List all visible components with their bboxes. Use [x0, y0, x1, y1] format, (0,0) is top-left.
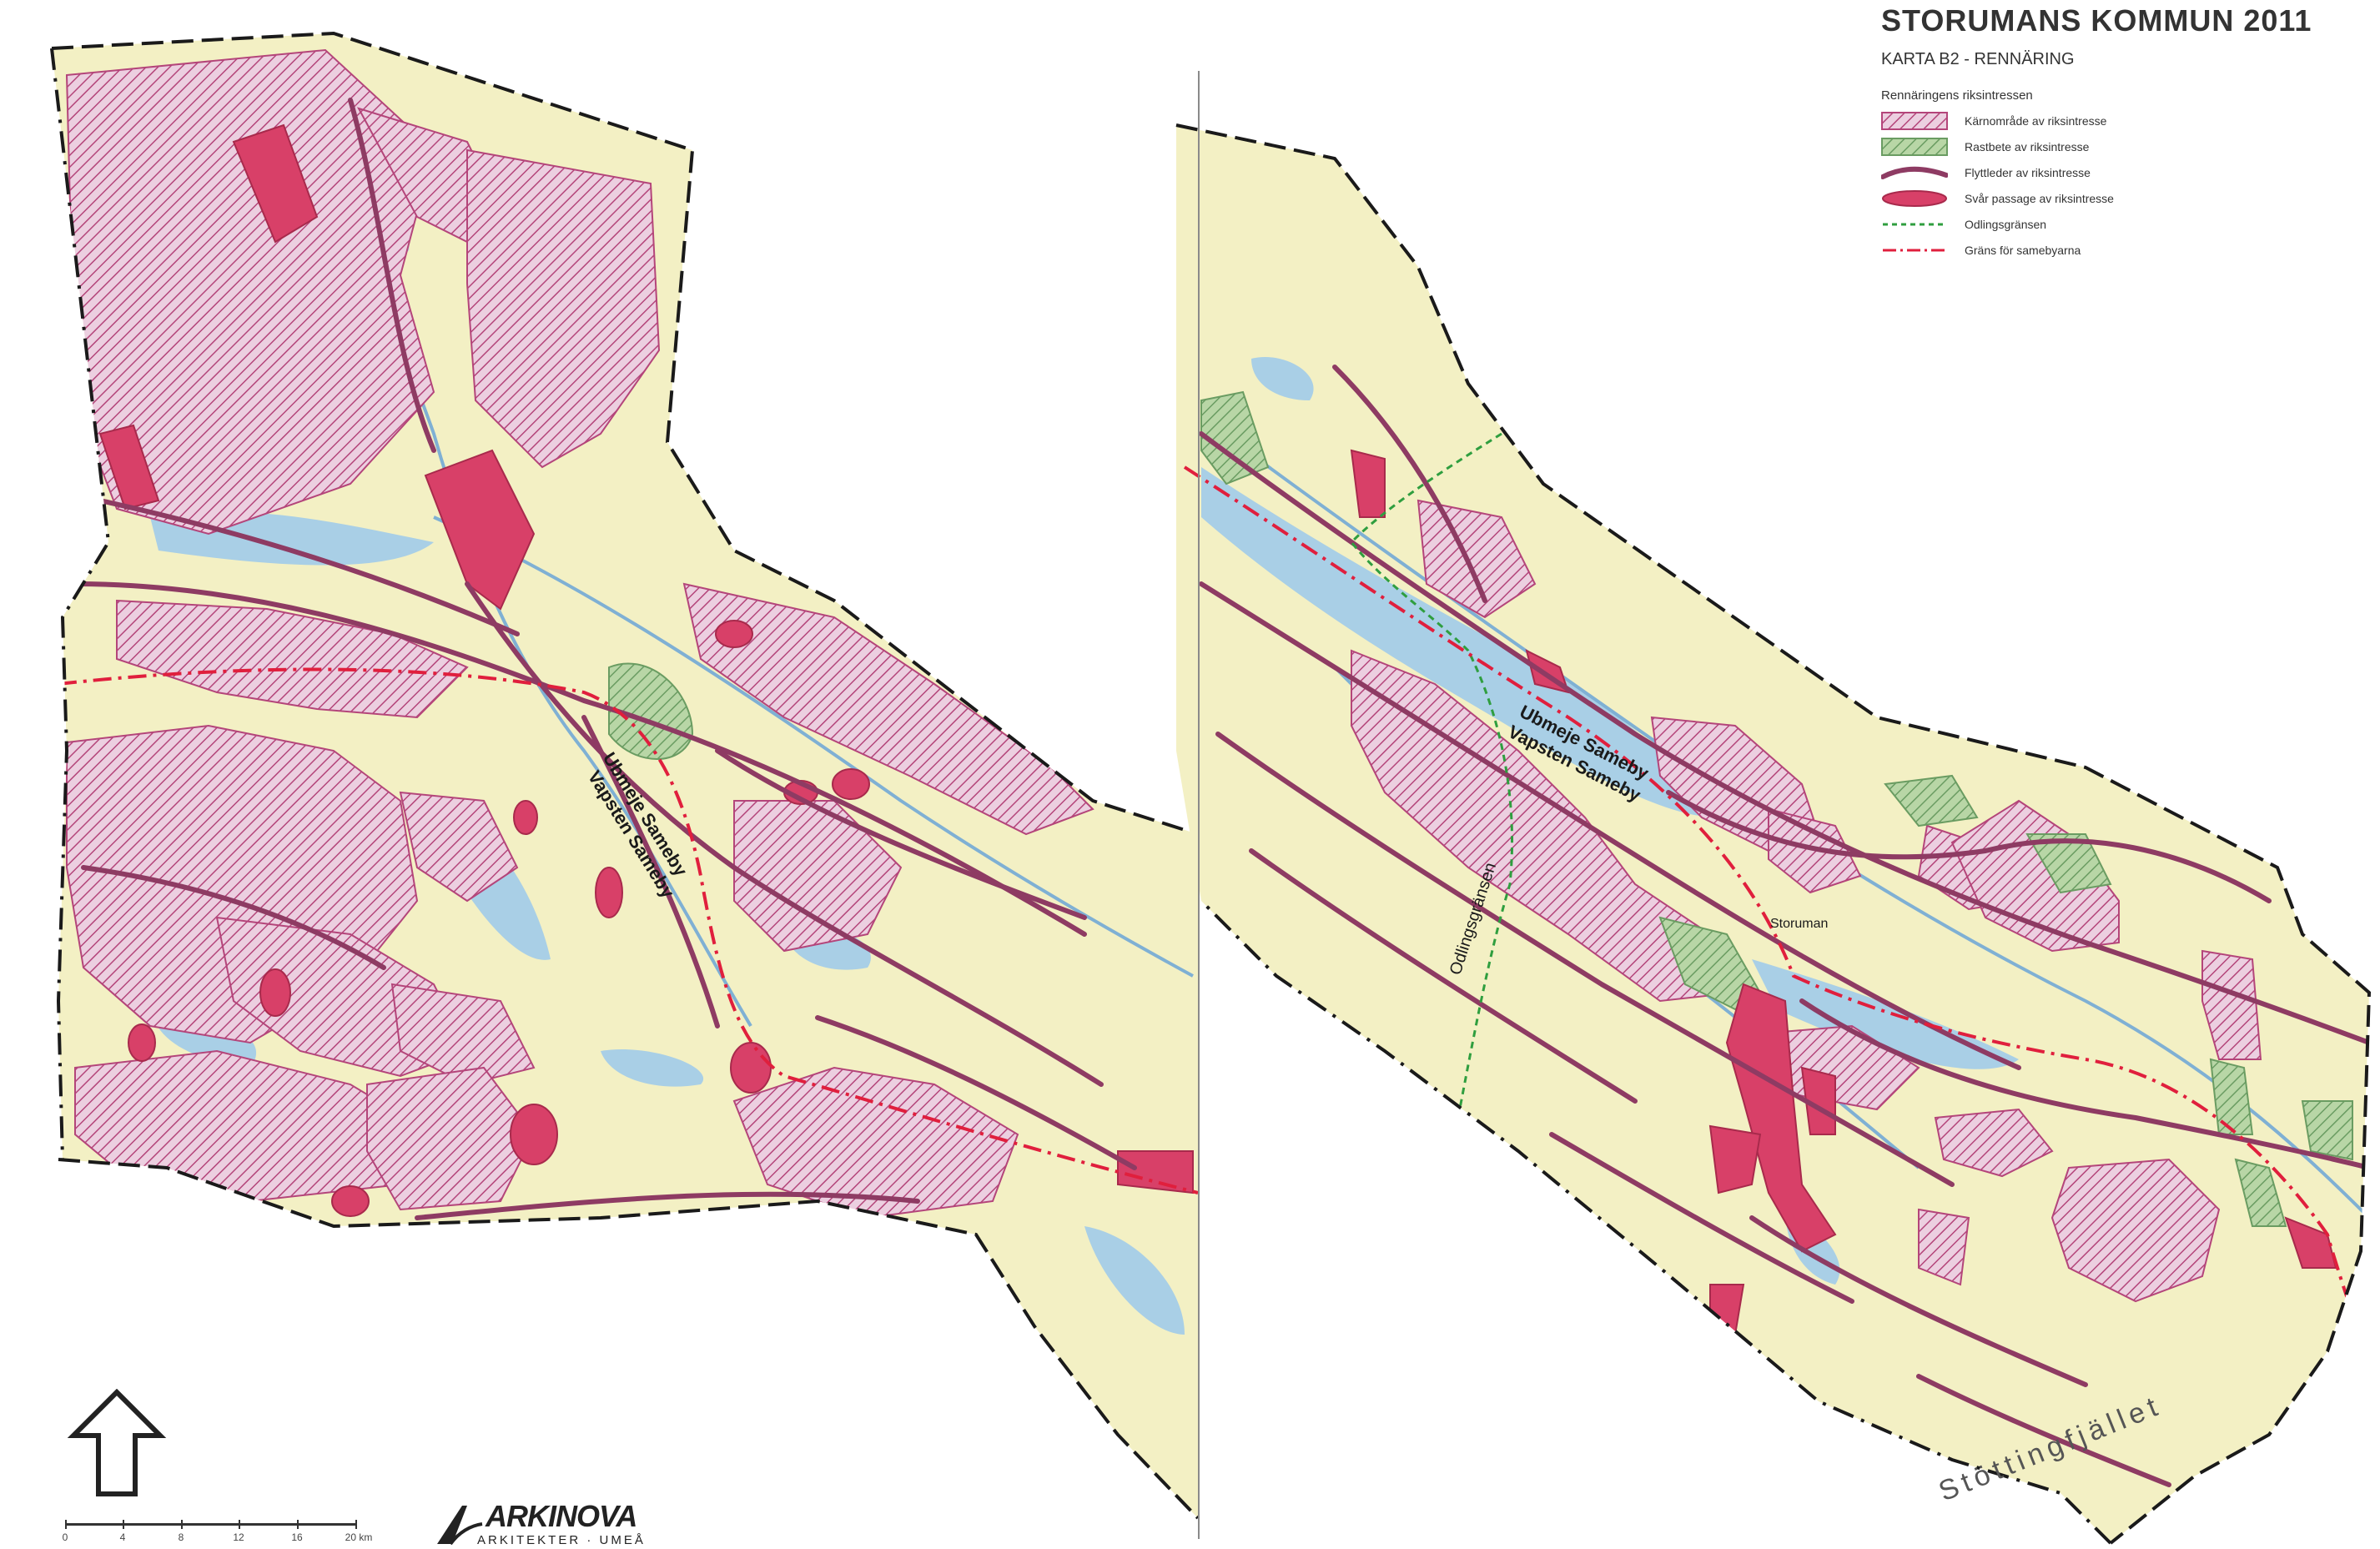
scale-line: [65, 1523, 357, 1526]
right-map-panel: [1175, 123, 2372, 1545]
scale-label: 12: [233, 1531, 244, 1543]
storuman-label: Storuman: [1770, 917, 1828, 931]
legend-label-rastbete: Rastbete av riksintresse: [1965, 139, 2090, 153]
legend-label-karnomrade: Kärnområde av riksintresse: [1965, 113, 2107, 128]
left-svar-passage: [98, 123, 1194, 1217]
scale-tick: [355, 1520, 357, 1529]
legend-item-rastbete: Rastbete av riksintresse: [1881, 133, 2365, 159]
left-rastbete: [608, 662, 694, 760]
right-kommun-border: [1175, 123, 2372, 1545]
legend: Rennäringens riksintressen Kärnområde av…: [1881, 88, 2365, 263]
green-area-swatch-icon: [1881, 137, 1948, 156]
scale-label: 16: [291, 1531, 303, 1543]
legend-item-svar-passage: Svår passage av riksintresse: [1881, 185, 2365, 211]
map-subtitle: KARTA B2 - RENNÄRING: [1881, 50, 2075, 68]
scale-tick: [123, 1520, 124, 1529]
legend-label-sameby-grans: Gräns för samebyarna: [1965, 243, 2081, 257]
legend-label-flyttleder: Flyttleder av riksintresse: [1965, 165, 2091, 179]
right-kommun-border-south: [1200, 899, 2112, 1545]
scale-label: 0: [62, 1531, 68, 1543]
legend-label-odlingsgransen: Odlingsgränsen: [1965, 217, 2047, 231]
difficult-passage-swatch-icon: [1881, 189, 1948, 208]
left-flyttleder: [73, 98, 1137, 1220]
left-sameby-boundary: [58, 667, 1198, 1194]
left-kommun-border: [51, 31, 1200, 1520]
scale-label: 8: [178, 1531, 184, 1543]
right-flyttleder: [1199, 365, 2369, 1487]
hatched-pink-swatch-icon: [1881, 111, 1948, 130]
scale-label: 4: [119, 1531, 126, 1543]
scale-tick: [297, 1520, 299, 1529]
scale-tick: [239, 1520, 240, 1529]
legend-item-odlingsgransen: Odlingsgränsen: [1881, 211, 2365, 237]
arkinova-logo: ARKINOVA ARKITEKTER · UMEÅ: [434, 1499, 643, 1549]
dash-dot-red-line-swatch-icon: [1881, 241, 1948, 259]
arkinova-logo-icon: [437, 1506, 483, 1546]
left-map-panel: [50, 31, 1200, 1520]
north-arrow-icon: [67, 1388, 167, 1497]
map-title: STORUMANS KOMMUN 2011: [1881, 3, 2312, 38]
panel-divider: [1198, 71, 1200, 1539]
right-svar-passage: [1350, 449, 2337, 1335]
title-block: STORUMANS KOMMUN 2011 KARTA B2 - RENNÄRI…: [1881, 3, 2365, 69]
legend-item-flyttleder: Flyttleder av riksintresse: [1881, 159, 2365, 185]
legend-item-karnomrade: Kärnområde av riksintresse: [1881, 108, 2365, 133]
legend-item-sameby-grans: Gräns för samebyarna: [1881, 237, 2365, 263]
legend-label-svar-passage: Svår passage av riksintresse: [1965, 191, 2114, 205]
left-karnomraden: [65, 48, 1094, 1220]
right-rastbete: [1200, 390, 2353, 1227]
scale-tick: [181, 1520, 183, 1529]
right-sameby-boundary: [1183, 465, 2369, 1369]
scale-label: 20 km: [345, 1531, 373, 1543]
dotted-green-line-swatch-icon: [1881, 215, 1948, 234]
legend-heading: Rennäringens riksintressen: [1881, 88, 2033, 103]
scale-tick: [65, 1520, 67, 1529]
logo-subtitle: ARKITEKTER · UMEÅ: [477, 1533, 646, 1547]
scale-bar: 0 4 8 12 16 20 km: [62, 1520, 399, 1548]
migration-route-swatch-icon: [1881, 163, 1948, 182]
logo-name: ARKINOVA: [486, 1499, 637, 1533]
